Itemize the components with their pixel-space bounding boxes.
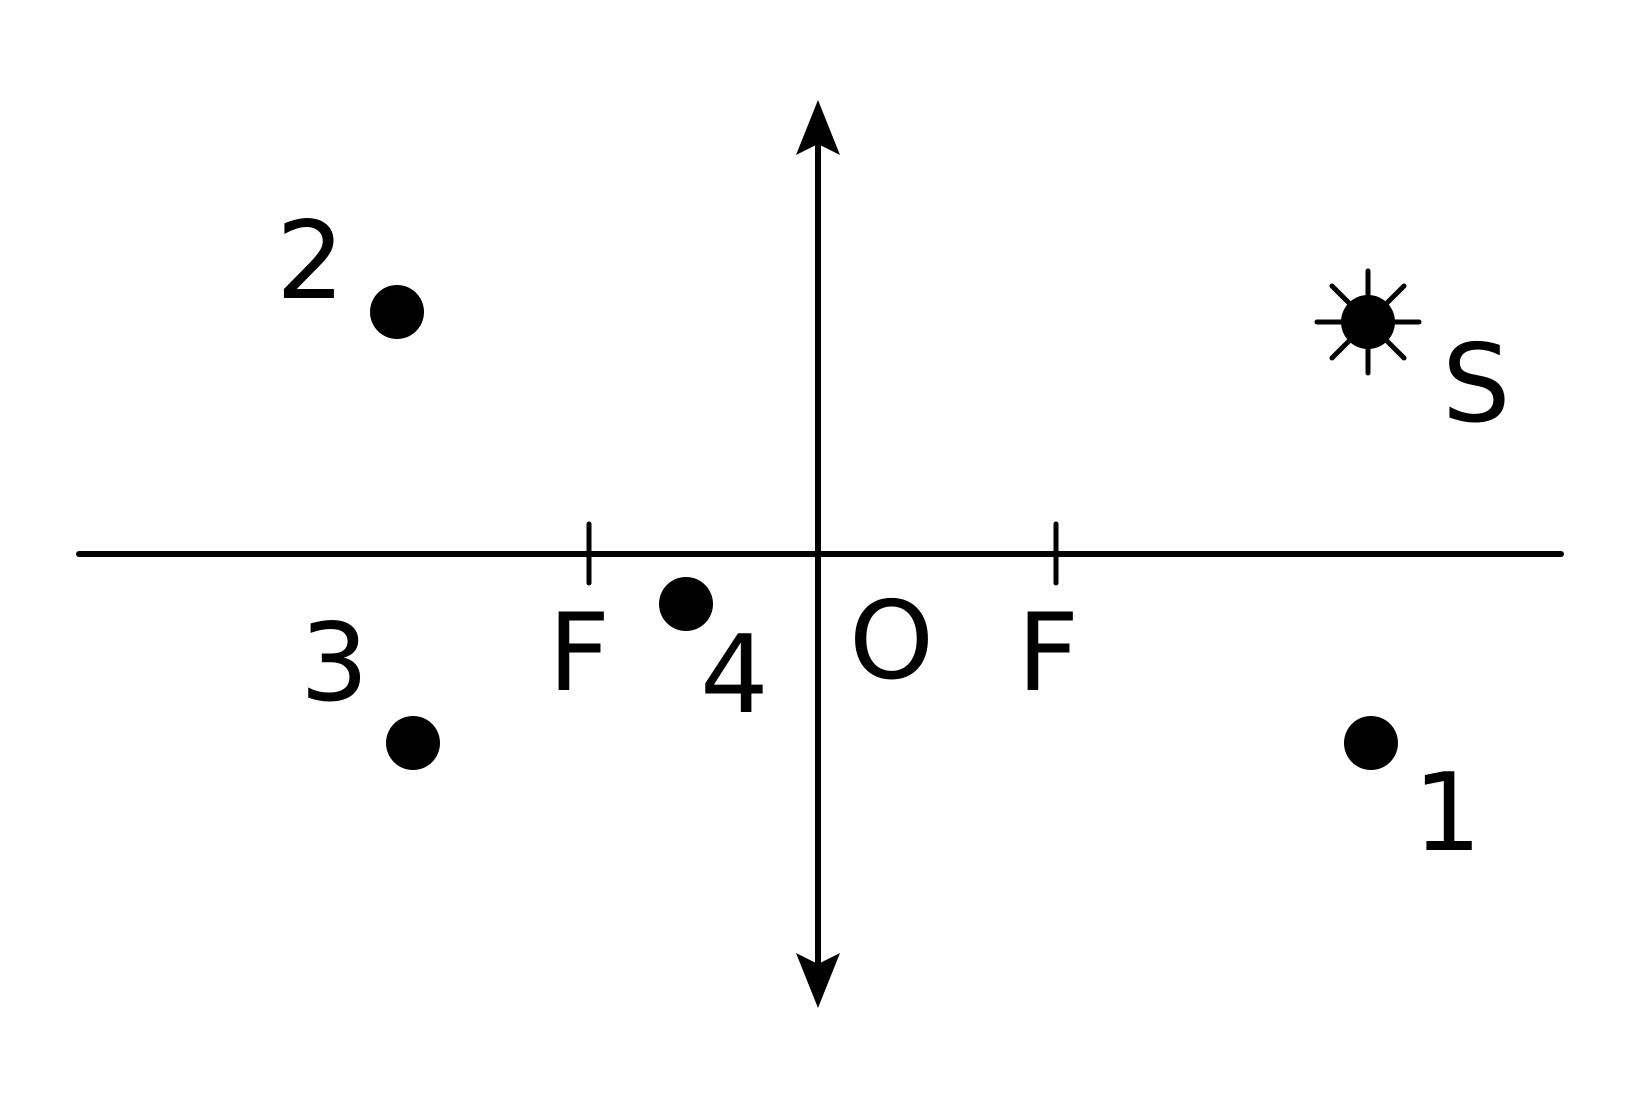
converging-lens: [796, 100, 840, 1008]
point-2-dot-icon: [370, 285, 424, 339]
label-point-4: 4: [700, 613, 769, 738]
point-3-dot-icon: [386, 716, 440, 770]
label-point-3: 3: [300, 601, 369, 726]
lens-arrow-top-icon: [796, 100, 840, 155]
point-4-dot-icon: [659, 577, 713, 631]
label-point-2: 2: [276, 199, 345, 324]
label-focus-right: F: [1017, 591, 1079, 716]
source-sun-icon: [1314, 268, 1422, 376]
label-optical-center: O: [849, 579, 934, 704]
label-point-1: 1: [1413, 751, 1482, 876]
lens-arrow-bottom-icon: [796, 953, 840, 1008]
label-source: S: [1442, 322, 1511, 447]
point-1-dot-icon: [1344, 716, 1398, 770]
label-focus-left: F: [548, 591, 610, 716]
